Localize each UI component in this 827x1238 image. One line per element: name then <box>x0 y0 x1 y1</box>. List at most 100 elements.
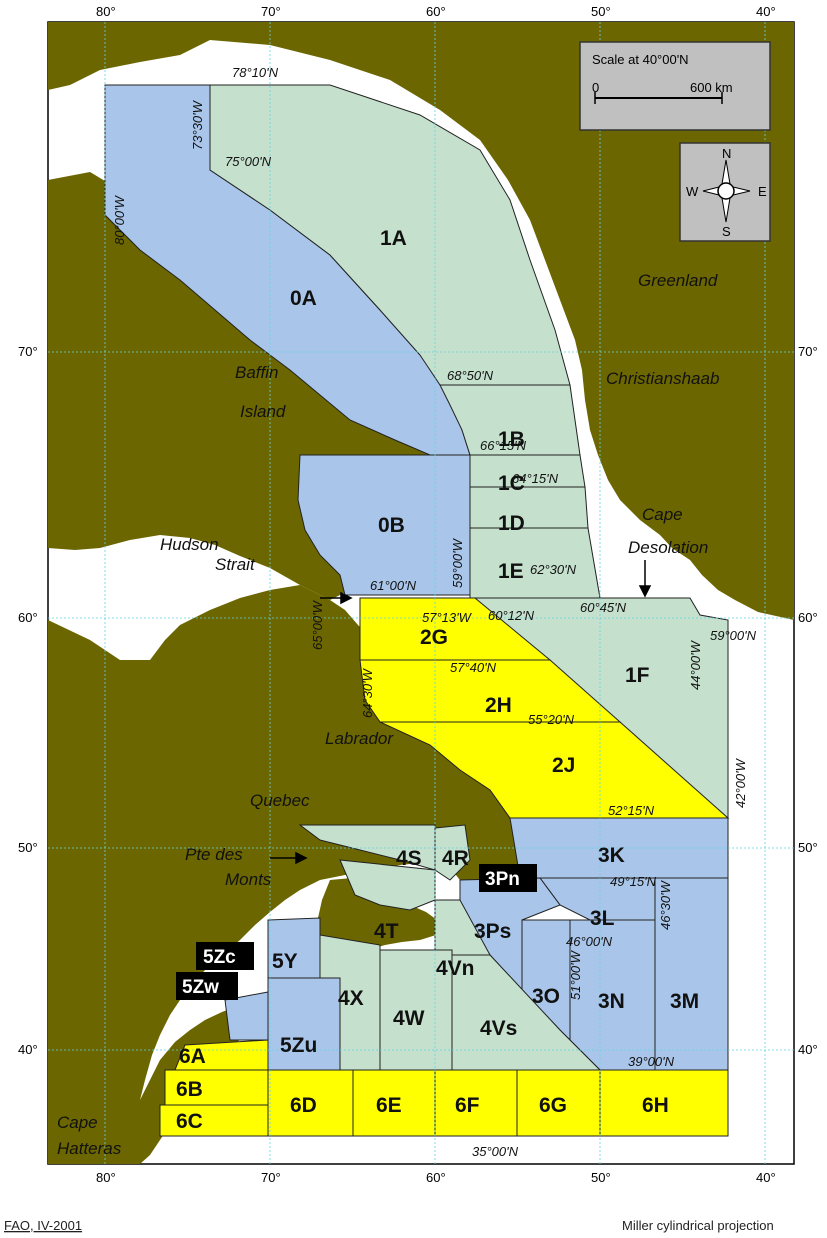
coord-label: 57°40'N <box>450 660 497 675</box>
graticule <box>48 22 794 1164</box>
area-label: 4R <box>442 847 469 870</box>
axis-bottom-longitude: 80° 70° 60° 50° 40° <box>96 1170 776 1185</box>
lon-label-top: 40° <box>756 4 776 19</box>
zone-6E <box>352 1069 436 1137</box>
zone-2J <box>379 721 730 819</box>
area-label: 6E <box>376 1094 402 1117</box>
area-label: 5Zw <box>182 977 219 998</box>
lon-label-top: 60° <box>426 4 446 19</box>
zone-6H <box>599 1069 729 1137</box>
area-label: 3N <box>598 990 625 1013</box>
lat-label-left: 70° <box>18 344 38 359</box>
coordinate-labels: 78°10'N 73°30'W 75°00'N 80°00'W 68°50'N … <box>112 65 757 1159</box>
footer-credit: FAO, IV-2001 <box>4 1218 82 1233</box>
axis-left-latitude: 70° 60° 50° 40° <box>18 344 38 1057</box>
coord-label: 60°12'N <box>488 608 535 623</box>
area-label: 5Zu <box>280 1034 317 1057</box>
area-labels: 0A 1A 0B 1B 1C 1D 1E 1F 2G 2H 2J 3K 3L 3… <box>176 227 699 1133</box>
arrows <box>270 560 652 865</box>
area-label: 1F <box>625 664 650 687</box>
axis-right-latitude: 70° 60° 50° 40° <box>798 344 818 1057</box>
area-label: 0A <box>290 287 317 310</box>
area-label: 4Vn <box>436 957 475 980</box>
area-label: 3O <box>532 985 560 1008</box>
place-labrador: Labrador <box>325 729 394 748</box>
coord-label: 49°15'N <box>610 874 657 889</box>
area-label: 4S <box>396 847 422 870</box>
coord-label: 75°00'N <box>225 154 272 169</box>
place-quebec: Quebec <box>250 791 310 810</box>
zone-6F <box>434 1069 518 1137</box>
coord-label: 78°10'N <box>232 65 279 80</box>
lon-label-top: 50° <box>591 4 611 19</box>
area-label: 5Y <box>272 950 298 973</box>
area-label: 1A <box>380 227 407 250</box>
lat-label-left: 50° <box>18 840 38 855</box>
area-label: 0B <box>378 514 405 537</box>
area-label: 6A <box>179 1045 206 1068</box>
place-island: Island <box>240 402 286 421</box>
coord-label: 51°00'W <box>568 949 583 1000</box>
coord-label: 68°50'N <box>447 368 494 383</box>
coord-label: 59°00'N <box>710 628 757 643</box>
place-hatteras: Hatteras <box>57 1139 122 1158</box>
coord-label: 57°13'W <box>422 610 473 625</box>
zone-6D <box>267 1069 354 1137</box>
lat-label-right: 60° <box>798 610 818 625</box>
coord-label: 62°30'N <box>530 562 577 577</box>
scale-box: Scale at 40°00'N 0 600 km <box>579 41 771 131</box>
axis-top-longitude: 80° 70° 60° 50° 40° <box>96 4 776 19</box>
coord-label: 73°30'W <box>190 99 205 150</box>
area-label: 4X <box>338 987 364 1010</box>
lat-label-left: 60° <box>18 610 38 625</box>
compass-s: S <box>722 224 731 239</box>
coord-label: 39°00'N <box>628 1054 675 1069</box>
coord-label: 64°15'N <box>512 471 559 486</box>
place-cape: Cape <box>57 1113 98 1132</box>
area-label: 1E <box>498 560 524 583</box>
place-names: Greenland Christianshaab Baffin Island H… <box>57 271 719 1158</box>
place-christianshaab: Christianshaab <box>606 369 719 388</box>
lat-label-right: 70° <box>798 344 818 359</box>
place-greenland: Greenland <box>638 271 718 290</box>
lon-label-bottom: 60° <box>426 1170 446 1185</box>
lon-label-bottom: 70° <box>261 1170 281 1185</box>
lat-label-right: 50° <box>798 840 818 855</box>
zone-4S <box>298 824 436 871</box>
coord-label: 65°00'W <box>310 599 325 650</box>
coord-label: 42°00'W <box>733 757 748 808</box>
footer-projection: Miller cylindrical projection <box>622 1218 774 1233</box>
coord-label: 55°20'N <box>528 712 575 727</box>
area-label: 4W <box>393 1007 425 1030</box>
coord-label: 64°30'W <box>360 667 375 718</box>
scale-start: 0 <box>592 80 599 95</box>
place-strait: Strait <box>215 555 256 574</box>
zone-6G <box>516 1069 601 1137</box>
compass-e: E <box>758 184 767 199</box>
area-label: 3K <box>598 844 625 867</box>
place-cape: Cape <box>642 505 683 524</box>
coord-label: 60°45'N <box>580 600 627 615</box>
area-label: 6F <box>455 1094 480 1117</box>
zone-1D <box>469 486 589 529</box>
scale-end: 600 km <box>690 80 733 95</box>
area-label: 6G <box>539 1094 567 1117</box>
place-baffin: Baffin <box>235 363 278 382</box>
area-label: 6D <box>290 1094 317 1117</box>
compass-w: W <box>686 184 699 199</box>
area-label: 2H <box>485 694 512 717</box>
area-label: 6H <box>642 1094 669 1117</box>
area-label: 2G <box>420 626 448 649</box>
coord-label: 35°00'N <box>472 1144 519 1159</box>
coord-label: 59°00'W <box>450 537 465 588</box>
area-label: 4T <box>374 920 399 943</box>
area-label: 5Zc <box>203 947 236 968</box>
area-label: 1C <box>498 472 525 495</box>
place-monts: Monts <box>225 870 272 889</box>
area-label: 3L <box>590 907 615 930</box>
area-label: 3Ps <box>474 920 511 943</box>
compass-n: N <box>722 146 731 161</box>
area-label: 3Pn <box>485 869 520 890</box>
coord-label: 52°15'N <box>608 803 655 818</box>
lon-label-bottom: 80° <box>96 1170 116 1185</box>
